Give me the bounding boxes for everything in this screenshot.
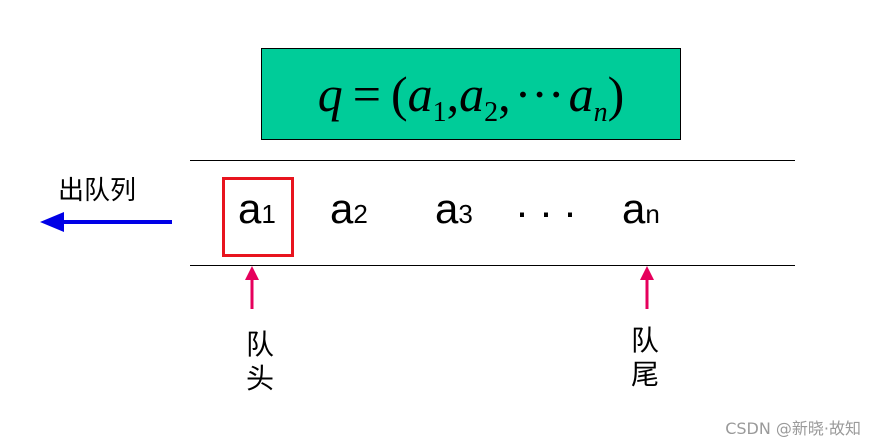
queue-head-highlight (222, 177, 294, 257)
queue-tail-label: 队尾 (630, 324, 659, 391)
formula-comma: , (446, 66, 460, 122)
formula-comma: , (498, 66, 511, 122)
tail-pointer-arrow-icon (640, 266, 654, 309)
queue-element-a3: a3 (435, 185, 473, 232)
formula-open-paren: ( (390, 66, 408, 122)
queue-formula: q = ( a1 , a2 , ··· an ) (261, 48, 681, 140)
formula-an: an (568, 66, 608, 128)
queue-head-label: 队头 (245, 328, 274, 395)
formula-a1: a1 (407, 66, 447, 128)
formula-q: q (317, 66, 343, 122)
formula-close-paren: ) (607, 66, 625, 122)
queue-bottom-line (190, 265, 795, 266)
formula-a2: a2 (459, 66, 499, 128)
head-pointer-arrow-icon (245, 266, 259, 309)
dequeue-arrow-icon (40, 212, 172, 232)
queue-ellipsis: ··· (515, 188, 587, 235)
dequeue-label: 出队列 (58, 176, 137, 206)
queue-element-a1: a1 (238, 185, 276, 232)
formula-equals: = (352, 66, 381, 122)
queue-top-line (190, 160, 795, 161)
formula-dots: ··· (514, 66, 565, 122)
queue-element-a2: a2 (330, 185, 368, 232)
queue-element-an: an (622, 185, 660, 232)
csdn-watermark: CSDN @新晓·故知 (725, 419, 861, 438)
